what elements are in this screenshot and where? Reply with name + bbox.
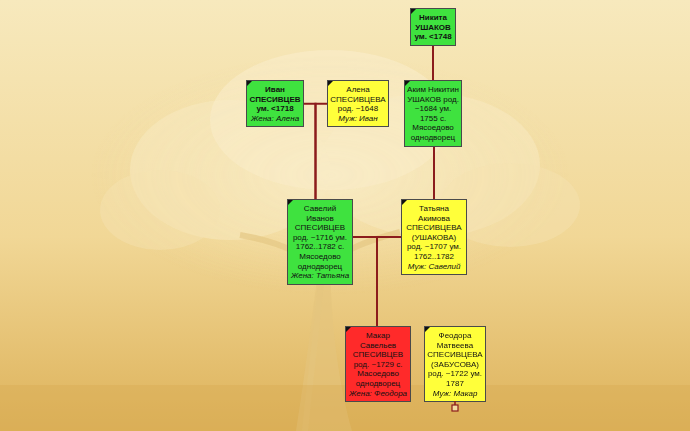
person-box: Макар Савельев СПЕСИВЦЕВ род. ~1729 с. М… xyxy=(345,326,411,402)
spouse-box: Татьяна Акимова СПЕСИВЦЕВА (УШАКОВА) род… xyxy=(401,199,467,275)
person-text: Феодора Матвеева СПЕСИВЦЕВА (ЗАБУСОВА) р… xyxy=(427,331,483,389)
person-text: Никита УШАКОВ ум. <1748 xyxy=(413,13,453,42)
person-text: Алена СПЕСИВЦЕВА род. ~1648 xyxy=(330,85,386,114)
person-text: Аким Никитин УШАКОВ род. ~1684 ум. 1755 … xyxy=(407,85,459,143)
tree-illustration xyxy=(90,50,580,431)
spouse-box: Феодора Матвеева СПЕСИВЦЕВА (ЗАБУСОВА) р… xyxy=(424,326,486,402)
kinship-line xyxy=(316,104,328,199)
spouse-note: Муж: Иван xyxy=(330,114,386,124)
person-box: Савелий Иванов СПЕСИВЦЕВ род. ~1716 ум. … xyxy=(287,199,353,285)
person-text: Савелий Иванов СПЕСИВЦЕВ род. ~1716 ум. … xyxy=(290,204,350,271)
kinship-line xyxy=(377,237,401,326)
kinship-line xyxy=(353,237,377,326)
spouse-note: Муж: Савелий xyxy=(404,262,464,272)
spouse-note: Жена: Феодора xyxy=(348,389,408,399)
kinship-line xyxy=(433,147,435,199)
person-box: Иван СПЕСИВЦЕВ ум. <1718Жена: Алена xyxy=(246,80,304,127)
descendants-marker xyxy=(450,401,460,413)
spouse-note: Жена: Алена xyxy=(249,114,301,124)
ancestor-box: Никита УШАКОВ ум. <1748 xyxy=(410,8,456,46)
person-text: Макар Савельев СПЕСИВЦЕВ род. ~1729 с. М… xyxy=(348,331,408,389)
spouse-note: Муж: Макар xyxy=(427,389,483,399)
kinship-line xyxy=(432,46,434,80)
person-text: Иван СПЕСИВЦЕВ ум. <1718 xyxy=(249,85,301,114)
person-text: Татьяна Акимова СПЕСИВЦЕВА (УШАКОВА) род… xyxy=(404,204,464,262)
person-box: Аким Никитин УШАКОВ род. ~1684 ум. 1755 … xyxy=(404,80,462,147)
kinship-line xyxy=(304,104,316,199)
spouse-box: Алена СПЕСИВЦЕВА род. ~1648Муж: Иван xyxy=(327,80,389,127)
spouse-note: Жена: Татьяна xyxy=(290,271,350,281)
